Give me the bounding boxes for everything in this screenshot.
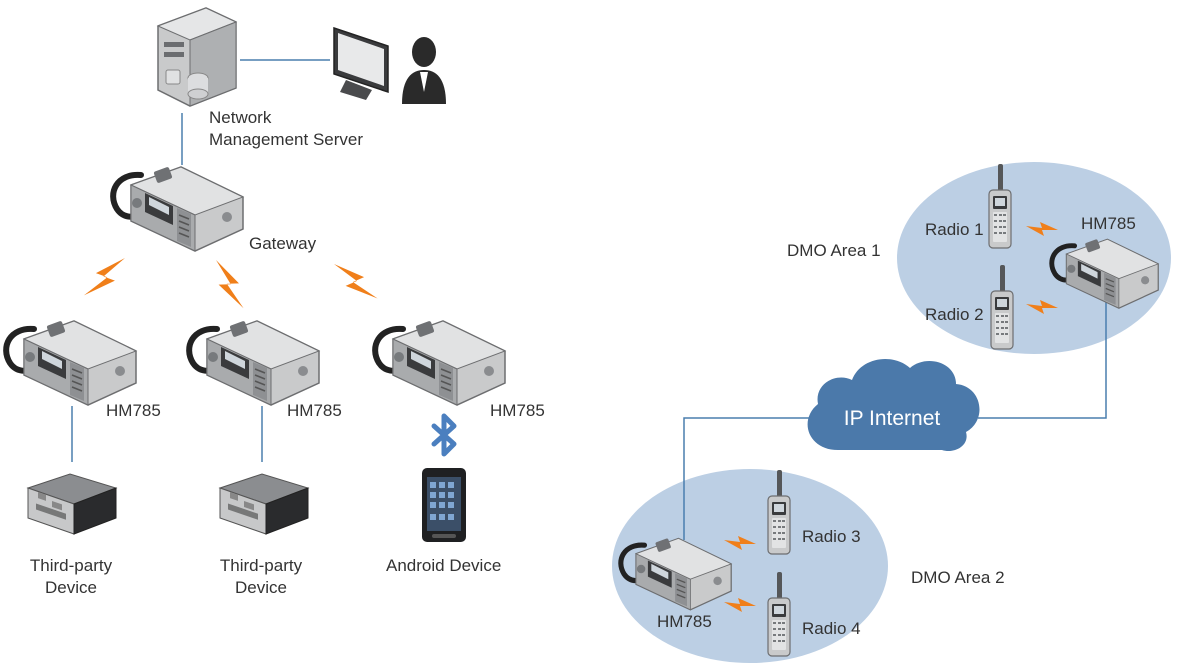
hm785-radio-icon-b bbox=[189, 321, 319, 405]
area2-cloud-link bbox=[683, 417, 812, 540]
third-party-2-line1: Third-party bbox=[220, 556, 303, 575]
android-phone-icon bbox=[422, 468, 466, 542]
server-icon bbox=[156, 7, 238, 107]
third-party-box-icon-1 bbox=[27, 473, 117, 535]
radio-3-label: Radio 3 bbox=[802, 527, 861, 546]
third-party-1-line2: Device bbox=[45, 578, 97, 597]
gateway-label: Gateway bbox=[249, 234, 317, 253]
dmo-area-1-label: DMO Area 1 bbox=[787, 241, 881, 260]
cloud-label: IP Internet bbox=[844, 407, 941, 430]
lightning-icon bbox=[334, 255, 378, 307]
dmo-area-1-ellipse bbox=[897, 162, 1171, 354]
hm785-label-a: HM785 bbox=[106, 401, 161, 420]
lightning-icon bbox=[83, 252, 125, 302]
area1-cloud-link bbox=[978, 300, 1107, 419]
cloud-icon bbox=[807, 358, 980, 452]
hm785-area1-label: HM785 bbox=[1081, 214, 1136, 233]
gateway-radio-icon bbox=[113, 167, 243, 251]
radio-1-label: Radio 1 bbox=[925, 220, 984, 239]
radio-2-label: Radio 2 bbox=[925, 305, 984, 324]
lightning-icon bbox=[209, 260, 250, 309]
dmo-area-2-ellipse bbox=[612, 469, 888, 663]
bluetooth-icon bbox=[431, 413, 457, 457]
monitor-icon bbox=[333, 26, 389, 100]
nms-label-line2: Management Server bbox=[209, 130, 363, 149]
hm785-label-c: HM785 bbox=[490, 401, 545, 420]
android-label: Android Device bbox=[386, 556, 501, 575]
hm785-radio-icon-c bbox=[375, 321, 505, 405]
third-party-2-line2: Device bbox=[235, 578, 287, 597]
user-icon bbox=[402, 37, 446, 104]
link-lines bbox=[71, 59, 330, 462]
third-party-1-line1: Third-party bbox=[30, 556, 113, 575]
nms-label-line1: Network bbox=[209, 108, 272, 127]
third-party-box-icon-2 bbox=[219, 473, 309, 535]
dmo-area-2-label: DMO Area 2 bbox=[911, 568, 1005, 587]
hm785-label-b: HM785 bbox=[287, 401, 342, 420]
radio-4-label: Radio 4 bbox=[802, 619, 861, 638]
hm785-radio-icon-a bbox=[6, 321, 136, 405]
hm785-area2-label: HM785 bbox=[657, 612, 712, 631]
